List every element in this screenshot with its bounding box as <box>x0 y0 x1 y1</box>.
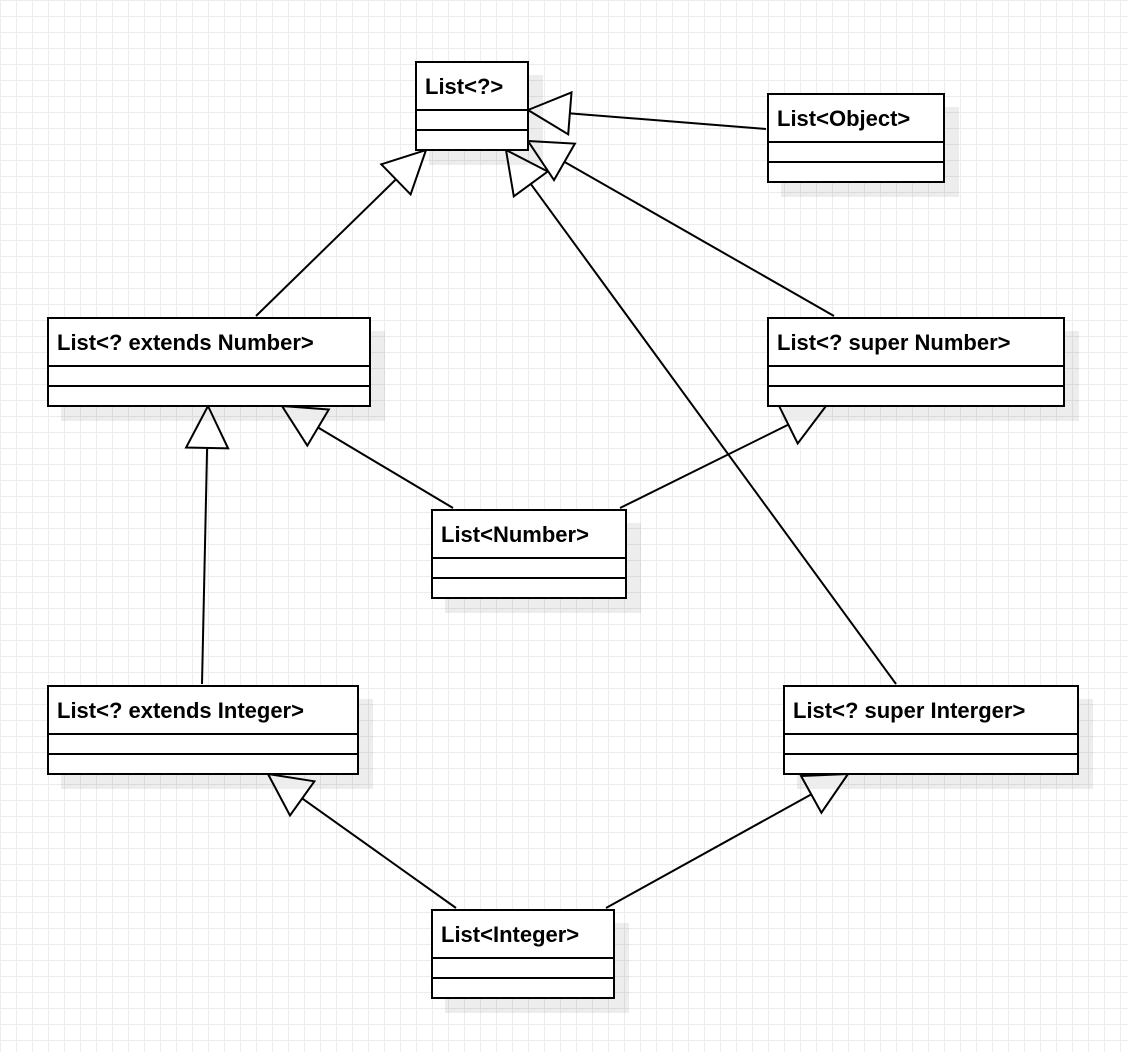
operations-compartment <box>769 163 943 181</box>
generalization-arrowhead-icon <box>525 90 573 136</box>
generalization-line-list-super-number-to-list-wildcard[interactable] <box>563 160 835 317</box>
attributes-compartment <box>49 367 369 387</box>
generalization-arrowhead-icon <box>184 403 230 450</box>
generalization-arrowhead-icon <box>777 404 829 446</box>
class-list-number[interactable]: List<Number> <box>431 509 627 599</box>
class-name: List<? super Number> <box>769 319 1063 367</box>
generalization-line-list-extends-number-to-list-wildcard[interactable] <box>255 178 397 317</box>
generalization-line-list-object-to-list-wildcard[interactable] <box>569 112 767 130</box>
operations-compartment <box>433 579 625 597</box>
operations-compartment <box>49 755 357 773</box>
generalization-arrowhead-icon <box>504 148 550 199</box>
class-list-super-number[interactable]: List<? super Number> <box>767 317 1065 407</box>
attributes-compartment <box>769 367 1063 387</box>
attributes-compartment <box>433 959 613 979</box>
class-name: List<Number> <box>433 511 625 559</box>
generalization-line-list-super-interger-to-list-wildcard[interactable] <box>529 183 897 685</box>
attributes-compartment <box>785 735 1077 755</box>
generalization-line-list-number-to-list-extends-number[interactable] <box>317 426 454 509</box>
class-list-object[interactable]: List<Object> <box>767 93 945 183</box>
attributes-compartment <box>49 735 357 755</box>
generalization-arrowhead-icon <box>526 139 577 183</box>
class-list-integer[interactable]: List<Integer> <box>431 909 615 999</box>
class-name: List<?> <box>417 63 527 111</box>
attributes-compartment <box>433 559 625 579</box>
generalization-line-list-integer-to-list-super-interger[interactable] <box>605 793 812 909</box>
class-name: List<? extends Integer> <box>49 687 357 735</box>
class-name: List<? super Interger> <box>785 687 1077 735</box>
generalization-line-list-number-to-list-super-number[interactable] <box>619 423 789 509</box>
generalization-arrowhead-icon <box>799 772 850 815</box>
class-list-wildcard[interactable]: List<?> <box>415 61 529 151</box>
attributes-compartment <box>417 111 527 131</box>
generalization-line-list-integer-to-list-extends-integer[interactable] <box>301 797 457 909</box>
class-name: List<Object> <box>769 95 943 143</box>
class-list-extends-number[interactable]: List<? extends Number> <box>47 317 371 407</box>
class-list-extends-integer[interactable]: List<? extends Integer> <box>47 685 359 775</box>
class-name: List<? extends Number> <box>49 319 369 367</box>
operations-compartment <box>49 387 369 405</box>
attributes-compartment <box>769 143 943 163</box>
class-list-super-interger[interactable]: List<? super Interger> <box>783 685 1079 775</box>
operations-compartment <box>769 387 1063 405</box>
generalization-arrowhead-icon <box>266 772 317 818</box>
operations-compartment <box>417 131 527 149</box>
generalization-line-list-extends-integer-to-list-extends-number[interactable] <box>201 447 209 685</box>
class-name: List<Integer> <box>433 911 613 959</box>
operations-compartment <box>785 755 1077 773</box>
generalization-arrowhead-icon <box>280 404 331 448</box>
generalization-arrowhead-icon <box>379 148 428 197</box>
operations-compartment <box>433 979 613 997</box>
